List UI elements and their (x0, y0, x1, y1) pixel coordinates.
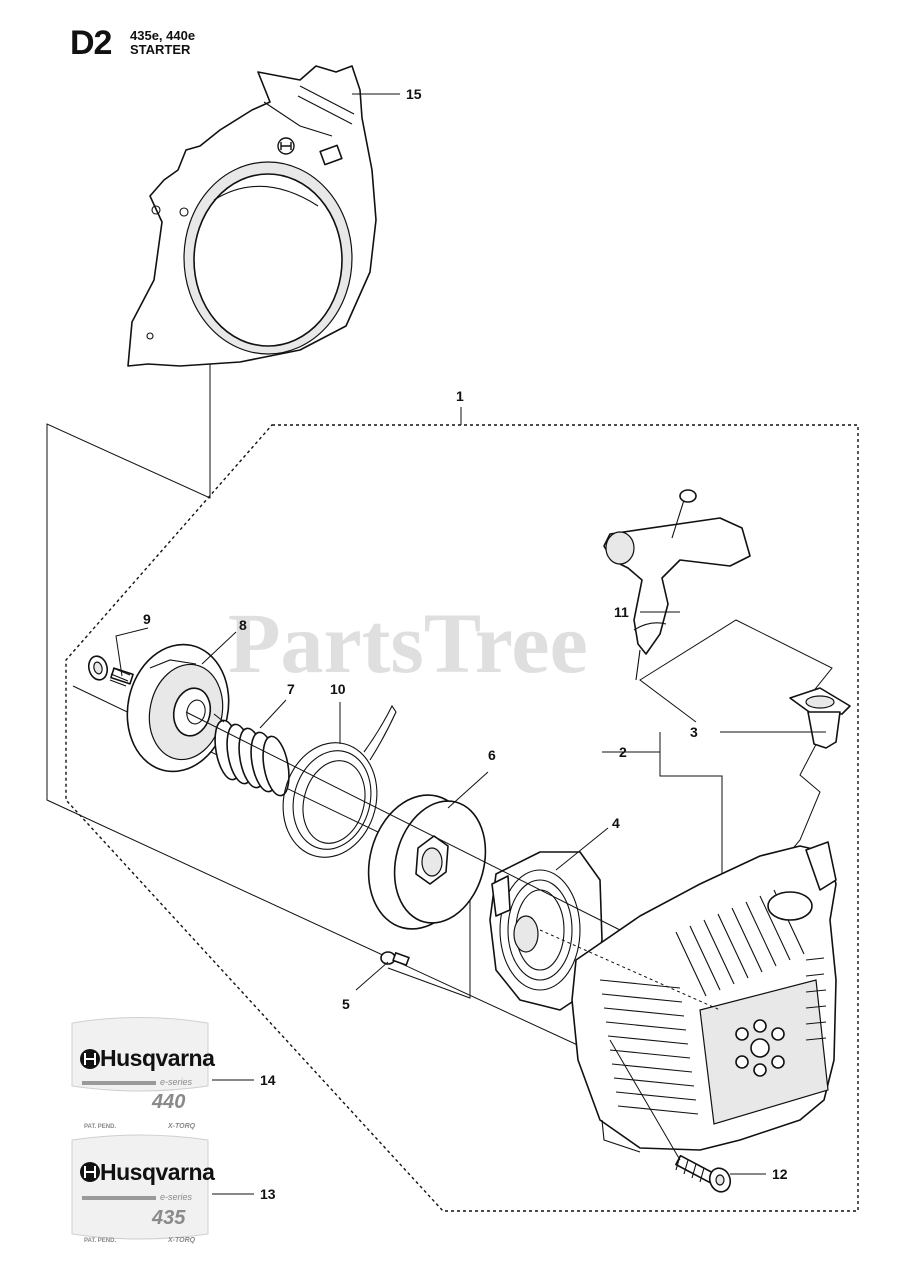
rope-coil-10 (282, 704, 397, 858)
callout-15: 15 (406, 86, 422, 102)
callout-9: 9 (143, 611, 151, 627)
screw-5 (380, 951, 410, 966)
section-title: STARTER (130, 42, 191, 57)
husqvarna-crown-icon (80, 1162, 100, 1182)
husqvarna-crown-icon (80, 1049, 100, 1069)
decal-series: e-series (160, 1192, 193, 1202)
section-header: 435e, 440e STARTER (130, 29, 195, 57)
leader-6 (447, 771, 489, 809)
callout-13: 13 (260, 1186, 276, 1202)
decal-stripe (82, 1196, 156, 1200)
housing-center-vents (735, 1019, 785, 1077)
assembly-frame-right (639, 619, 833, 871)
assembly-axis-main (185, 711, 621, 931)
husqvarna-logo-icon (277, 137, 295, 155)
rope-guide-3 (789, 687, 851, 749)
decal-brand: Husqvarna (100, 1045, 215, 1071)
leader-7 (259, 699, 287, 729)
assembly-frame-left (46, 364, 611, 1061)
callout-10: 10 (330, 681, 346, 697)
callout-7: 7 (287, 681, 295, 697)
decal-pat: PAT. PEND. (84, 1124, 116, 1130)
callout-12: 12 (772, 1166, 788, 1182)
coil-spring-7 (213, 713, 290, 797)
callout-6: 6 (488, 747, 496, 763)
decal-tech: X-TORQ (167, 1237, 196, 1244)
decal-model: 435 (151, 1207, 186, 1229)
decal-435: Husqvarna e-series 435 PAT. PEND. X-TORQ (71, 1134, 216, 1244)
callout-1: 1 (456, 388, 464, 404)
assembly-axis-12 (609, 1039, 681, 1161)
model-list: 435e, 440e (130, 28, 196, 43)
leader-9 (115, 627, 149, 677)
callout-4: 4 (612, 815, 620, 831)
rope-pulley-6 (367, 794, 487, 930)
starter-housing-2 (571, 841, 837, 1153)
decal-pat: PAT. PEND. (84, 1238, 116, 1244)
decal-brand: Husqvarna (100, 1159, 215, 1185)
callout-14: 14 (260, 1072, 276, 1088)
callout-2: 2 (619, 744, 627, 760)
section-code: D2 (70, 24, 112, 62)
decal-tech: X-TORQ (167, 1123, 196, 1130)
leader-2 (602, 732, 661, 753)
kit-boundary (65, 424, 859, 1212)
decal-440: Husqvarna e-series 440 PAT. PEND. X-TORQ (71, 1017, 216, 1130)
assembly-axis-hidden (539, 929, 721, 1011)
decal-model: 440 (151, 1091, 185, 1113)
watermark: PartsTree (228, 595, 588, 691)
screw-9 (87, 655, 134, 687)
leader-5 (355, 961, 389, 991)
leader-2-drop (659, 752, 723, 880)
callout-3: 3 (690, 724, 698, 740)
bolt-12 (675, 1154, 732, 1193)
callout-11: 11 (614, 604, 629, 620)
starter-handle-11 (603, 489, 751, 681)
decal-series: e-series (160, 1077, 193, 1087)
leader-4 (555, 827, 609, 871)
callout-8: 8 (239, 617, 247, 633)
pulley-8 (126, 643, 230, 773)
callout-5: 5 (342, 996, 350, 1012)
decal-stripe (82, 1081, 156, 1085)
leader-8 (201, 631, 237, 665)
housing-vent-slots (599, 889, 827, 1115)
fan-housing-cover (127, 65, 377, 367)
